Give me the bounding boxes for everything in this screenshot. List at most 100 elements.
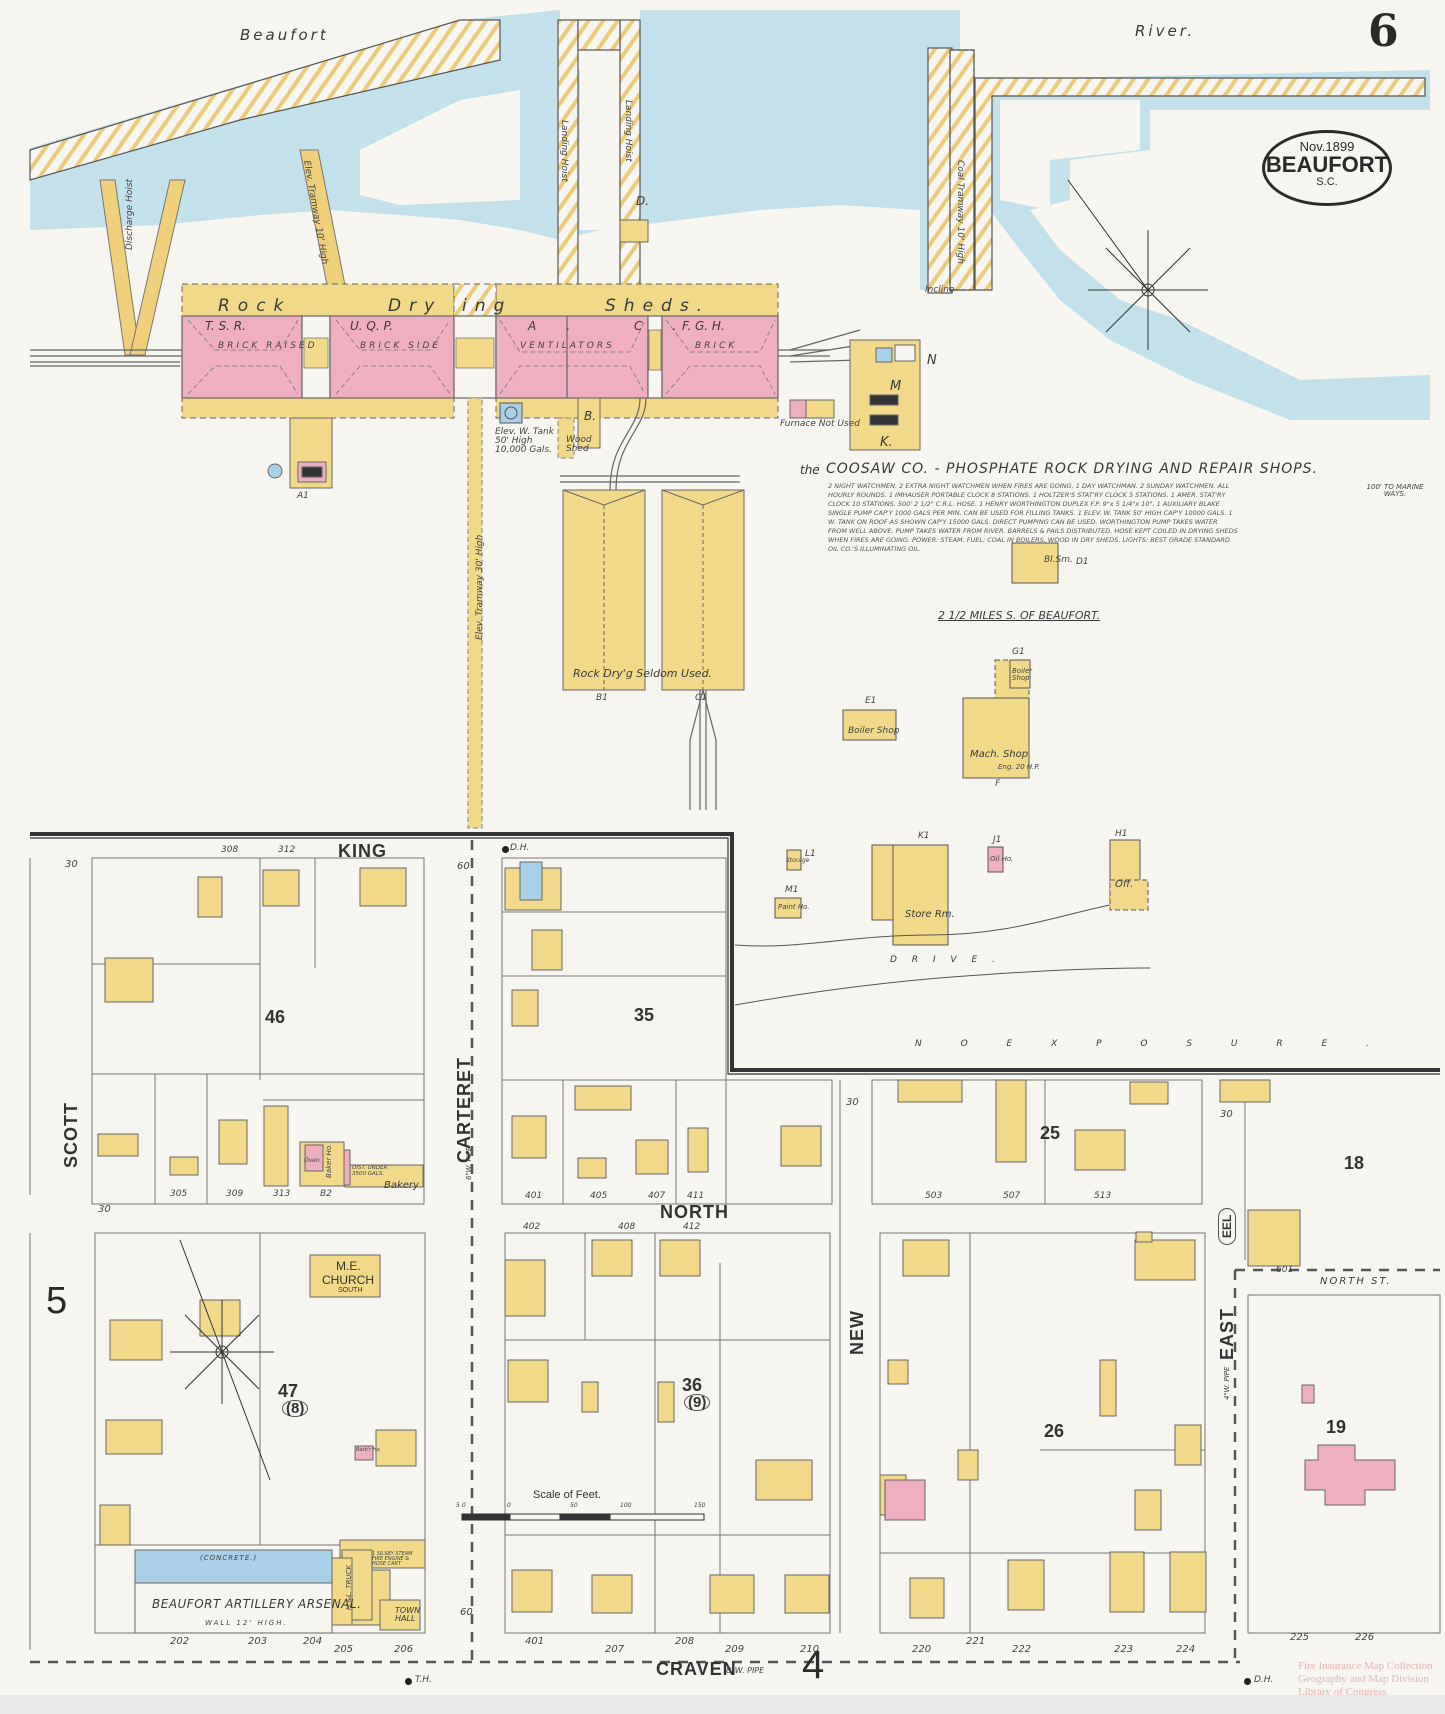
shed-label-sheds: Sheds. bbox=[605, 296, 711, 316]
house-num-203: 203 bbox=[248, 1636, 268, 1647]
scan-edge bbox=[0, 1695, 1445, 1714]
block-18: 18 bbox=[1344, 1153, 1365, 1173]
oven-label: Oven bbox=[304, 1157, 320, 1164]
house-num-220: 220 bbox=[912, 1644, 932, 1655]
house-num-206: 206 bbox=[394, 1644, 414, 1655]
dwellings bbox=[97, 867, 1301, 1631]
elev-tank-label: Elev. W. Tank 50' High 10,000 Gals. bbox=[495, 427, 554, 455]
block-36: 36 bbox=[682, 1375, 703, 1395]
width-60-a: 60 bbox=[457, 861, 470, 872]
shop-g1-id: G1 bbox=[1012, 647, 1025, 657]
shed-section-ac: A. C. bbox=[528, 319, 707, 333]
house-num-222: 222 bbox=[1012, 1644, 1032, 1655]
lower-drying-sheds bbox=[562, 489, 745, 691]
shop-c1-label: C1 bbox=[695, 693, 708, 703]
discharge-hoist bbox=[99, 149, 346, 356]
scale-tick-50: 50 bbox=[570, 1502, 578, 1509]
adjacent-sheet-5: 5 bbox=[46, 1280, 68, 1322]
shop-f-id: F bbox=[995, 779, 1001, 789]
shop-g1-label: Boiler Shop bbox=[1012, 667, 1033, 682]
shed-label-ing: ing bbox=[462, 296, 513, 316]
arsenal-label: BEAUFORT ARTILLERY ARSENAL. bbox=[152, 1597, 362, 1611]
th-marker bbox=[405, 1678, 412, 1685]
hl-truck-house bbox=[331, 1557, 353, 1626]
shop-m1-label: Paint Ho. bbox=[778, 903, 810, 911]
shop-d-label: D. bbox=[636, 194, 650, 208]
shop-f-note: Eng. 20 H.P. bbox=[998, 763, 1040, 771]
concrete-note: (CONCRETE.) bbox=[200, 1554, 258, 1562]
drive-road bbox=[734, 904, 1151, 1006]
carteret-pipe: 6"W. PIPE bbox=[465, 1146, 473, 1180]
house-num-308: 308 bbox=[221, 845, 239, 855]
street-scott: SCOTT bbox=[61, 1102, 81, 1168]
craven-pipe: 8"W. PIPE bbox=[726, 1666, 765, 1675]
house-num-503: 503 bbox=[925, 1191, 943, 1201]
house-num-204: 204 bbox=[303, 1636, 323, 1647]
block-47-sub: (8) bbox=[282, 1400, 309, 1417]
tramway-2: Coal Tramway 10' High bbox=[955, 160, 965, 264]
baker-ho-label: Baker Ho. bbox=[325, 1143, 333, 1178]
spur-tracks bbox=[560, 397, 740, 810]
house-num-309: 309 bbox=[226, 1189, 244, 1199]
incline-label: Incline bbox=[925, 285, 955, 295]
hl-truck-label: H.&L. TRUCK bbox=[345, 1564, 353, 1610]
church-label-3: SOUTH bbox=[338, 1287, 363, 1294]
facility-location: 2 1/2 MILES S. OF BEAUFORT. bbox=[938, 609, 1101, 622]
title-state: S.C. bbox=[1316, 176, 1338, 188]
house-num-209: 209 bbox=[725, 1644, 745, 1655]
house-num-513: 513 bbox=[1094, 1191, 1112, 1201]
street-eel: EEL bbox=[1218, 1207, 1236, 1245]
block-25: 25 bbox=[1040, 1123, 1061, 1143]
title-cartouche: Nov.1899 BEAUFORT S.C. bbox=[1262, 130, 1392, 206]
church-label-1: M.E. bbox=[336, 1259, 361, 1273]
house-num-601: 601 bbox=[1276, 1265, 1294, 1275]
shop-l1-id: L1 bbox=[805, 849, 816, 859]
shop-a1-label: A1 bbox=[297, 491, 309, 501]
brick-buildings bbox=[304, 1144, 1396, 1521]
house-num-b2: B2 bbox=[320, 1189, 332, 1199]
dh-marker-bottom bbox=[1244, 1678, 1251, 1685]
block-19: 19 bbox=[1326, 1417, 1347, 1437]
credit-line-1: Fire Insurance Map Collection bbox=[1298, 1660, 1433, 1672]
shop-k-label: K. bbox=[880, 435, 893, 450]
shed-note-uqp: BRICK SIDE bbox=[360, 341, 442, 351]
th-label: T.H. bbox=[415, 1675, 432, 1685]
house-num-401-craven: 401 bbox=[525, 1636, 545, 1647]
east-pipe: 4"W. PIPE bbox=[1223, 1366, 1231, 1400]
elevated-tramways bbox=[467, 397, 575, 829]
shop-f-label: Mach. Shop bbox=[970, 749, 1029, 760]
house-num-402: 402 bbox=[523, 1222, 541, 1232]
credit-line-2: Geography and Map Division bbox=[1298, 1673, 1430, 1685]
shop-l1-label: Storage bbox=[786, 857, 810, 864]
church-label-2: CHURCH bbox=[322, 1273, 374, 1287]
building-d bbox=[619, 219, 649, 243]
house-num-305: 305 bbox=[170, 1189, 188, 1199]
cistern-note: OIST. UNDER 3500 GALS. bbox=[352, 1165, 388, 1177]
shop-h1-id: H1 bbox=[1115, 829, 1128, 839]
furnace-label: Furnace Not Used bbox=[780, 419, 860, 429]
block-35: 35 bbox=[634, 1005, 655, 1025]
house-num-210: 210 bbox=[800, 1644, 820, 1655]
wharves bbox=[29, 19, 1426, 294]
shop-n-label: N bbox=[927, 353, 937, 368]
river-islands bbox=[360, 60, 1140, 230]
compass-rose-block47 bbox=[170, 1239, 274, 1481]
title-date: Nov.1899 bbox=[1299, 139, 1355, 154]
compass-rose-north bbox=[1067, 179, 1208, 350]
shop-k1-label: Store Rm. bbox=[905, 909, 955, 920]
barber-label: Barb'r Ho. bbox=[356, 1447, 382, 1453]
house-num-312: 312 bbox=[278, 845, 296, 855]
marine-ways-note: 100' TO MARINE WAYS. bbox=[1366, 483, 1424, 498]
shop-h1-label: Off. bbox=[1115, 879, 1134, 890]
shop-k1-id: K1 bbox=[918, 831, 930, 841]
scale-tick-50-left: 50 bbox=[456, 1502, 468, 1509]
property-boundary bbox=[30, 832, 1440, 1075]
house-num-408: 408 bbox=[618, 1222, 636, 1232]
wood-shed-label: Wood Shed bbox=[566, 435, 592, 454]
street-north: NORTH bbox=[660, 1202, 729, 1222]
shop-m1-id: M1 bbox=[785, 885, 799, 895]
house-num-205: 205 bbox=[334, 1644, 354, 1655]
landing-hoist-2: Landing Hoist bbox=[623, 100, 633, 162]
water-label-river: River. bbox=[1135, 22, 1196, 40]
